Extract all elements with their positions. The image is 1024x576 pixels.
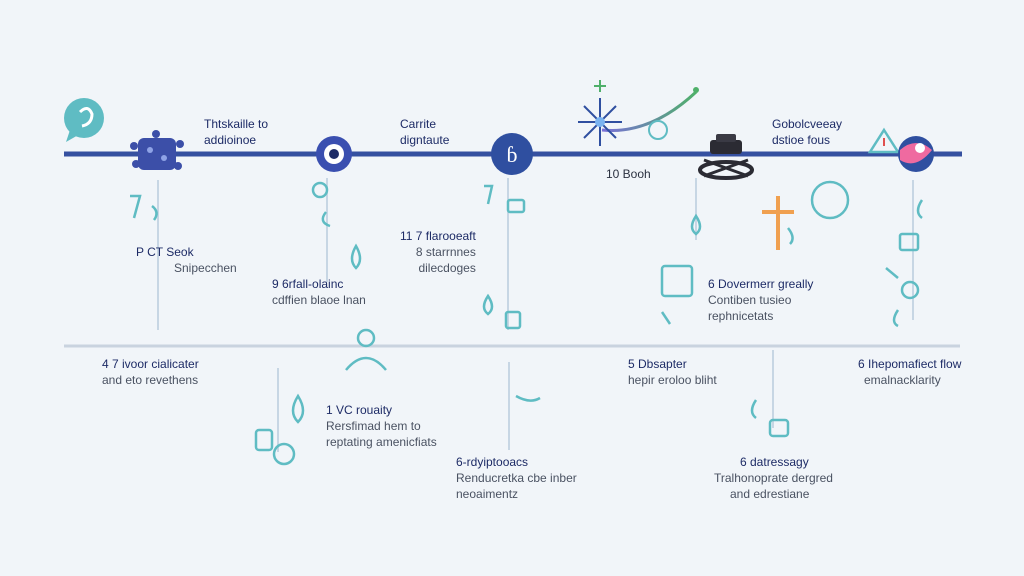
lower-label-3-sub: Renducretka cbe inber	[456, 471, 577, 485]
lower-label-1-sub: and eto revethens	[102, 373, 199, 387]
top-label-2: Carrite digntaute	[400, 116, 449, 148]
speech-bubble-icon	[64, 98, 104, 142]
lower-label-6: 6 Ihepomafiect flow emalnacklarity	[858, 356, 961, 388]
lower-label-5: 6 datressagy Tralhonoprate dergred and e…	[714, 454, 833, 502]
upper-label-4-sub2: rephnicetats	[708, 309, 774, 323]
growth-arc	[601, 90, 698, 133]
top-label-3-line1: Gobolcveeay	[772, 117, 843, 131]
lower-label-3: 6-rdyiptooacs Renducretka cbe inber neoa…	[456, 454, 577, 502]
lower-label-1-title: 4 7 ivoor cialicater	[102, 357, 199, 371]
lower-label-5-sub2: and edrestiane	[730, 487, 810, 501]
lower-label-2-sub2: reptating amenicfiats	[326, 435, 437, 449]
top-label-2-line2: digntaute	[400, 133, 450, 147]
top-label-1-line1: Thtskaille to	[204, 117, 269, 131]
upper-label-4-sub: Contiben tusieo	[708, 293, 792, 307]
lower-label-3-title: 6-rdyiptooacs	[456, 455, 529, 469]
top-label-3-line2: dstioe fous	[772, 133, 831, 147]
upper-label-4: 6 Dovermerr greally Contiben tusieo reph…	[708, 276, 813, 324]
svg-text:ɓ: ɓ	[507, 142, 518, 167]
upper-label-4-title: 6 Dovermerr greally	[708, 277, 814, 291]
upper-label-1-title: P CT Seok	[136, 245, 194, 259]
virus-icon	[130, 130, 184, 170]
lower-label-6-title: 6 Ihepomafiect flow	[858, 357, 962, 371]
lower-label-3-sub2: neoaimentz	[456, 487, 519, 501]
lower-label-2-title: 1 VC rouaity	[326, 403, 393, 417]
top-label-1: Thtskaille to addioinoe	[204, 116, 268, 148]
lower-label-5-title: 6 datressagy	[740, 455, 809, 469]
detective-hat-icon	[698, 134, 754, 180]
decorative-teal-icons	[130, 180, 924, 466]
upper-label-2: 9 6rfall-olainc cdffien blaoe lnan	[272, 276, 366, 308]
lower-label-1: 4 7 ivoor cialicater and eto revethens	[102, 356, 199, 388]
top-label-1-line2: addioinoe	[204, 133, 257, 147]
warning-triangle-icon	[867, 127, 901, 154]
upper-label-2-sub: cdffien blaoe lnan	[272, 293, 366, 307]
upper-label-2-title: 9 6rfall-olainc	[272, 277, 344, 291]
lower-label-4-sub: hepir eroloo bliht	[628, 373, 717, 387]
upper-label-1: P CT Seok Snipecchen	[136, 244, 237, 276]
upper-label-3-title: 11 7 flarooeaft	[400, 229, 476, 243]
lower-label-5-sub: Tralhonoprate dergred	[714, 471, 833, 485]
lower-label-6-sub: emalnacklarity	[864, 373, 941, 387]
top-label-3: Gobolcveeay dstioe fous	[772, 116, 842, 148]
letter-b-node-icon: ɓ	[491, 133, 533, 175]
cross-icon	[762, 196, 794, 250]
lower-label-4: 5 Dbsapter hepir eroloo bliht	[628, 356, 717, 388]
lower-label-2: 1 VC rouaity Rersfimad hem to reptating …	[326, 402, 437, 450]
gear-icon	[316, 136, 352, 172]
upper-label-3-sub2: dilecdoges	[418, 261, 476, 275]
upper-label-1-sub: Snipecchen	[174, 261, 237, 275]
lower-label-4-title: 5 Dbsapter	[628, 357, 687, 371]
sparkle-star-icon	[578, 80, 622, 146]
upper-label-3: 11 7 flarooeaft 8 starrnnes dilecdoges	[400, 228, 476, 276]
lower-label-2-sub: Rersfimad hem to	[326, 419, 421, 433]
upper-label-3-sub: 8 starrnnes	[415, 245, 476, 259]
globe-icon	[898, 136, 934, 172]
globe-small-icon	[648, 120, 668, 140]
top-label-2-line1: Carrite	[400, 117, 437, 131]
mid-label: 10 Booh	[606, 167, 651, 181]
